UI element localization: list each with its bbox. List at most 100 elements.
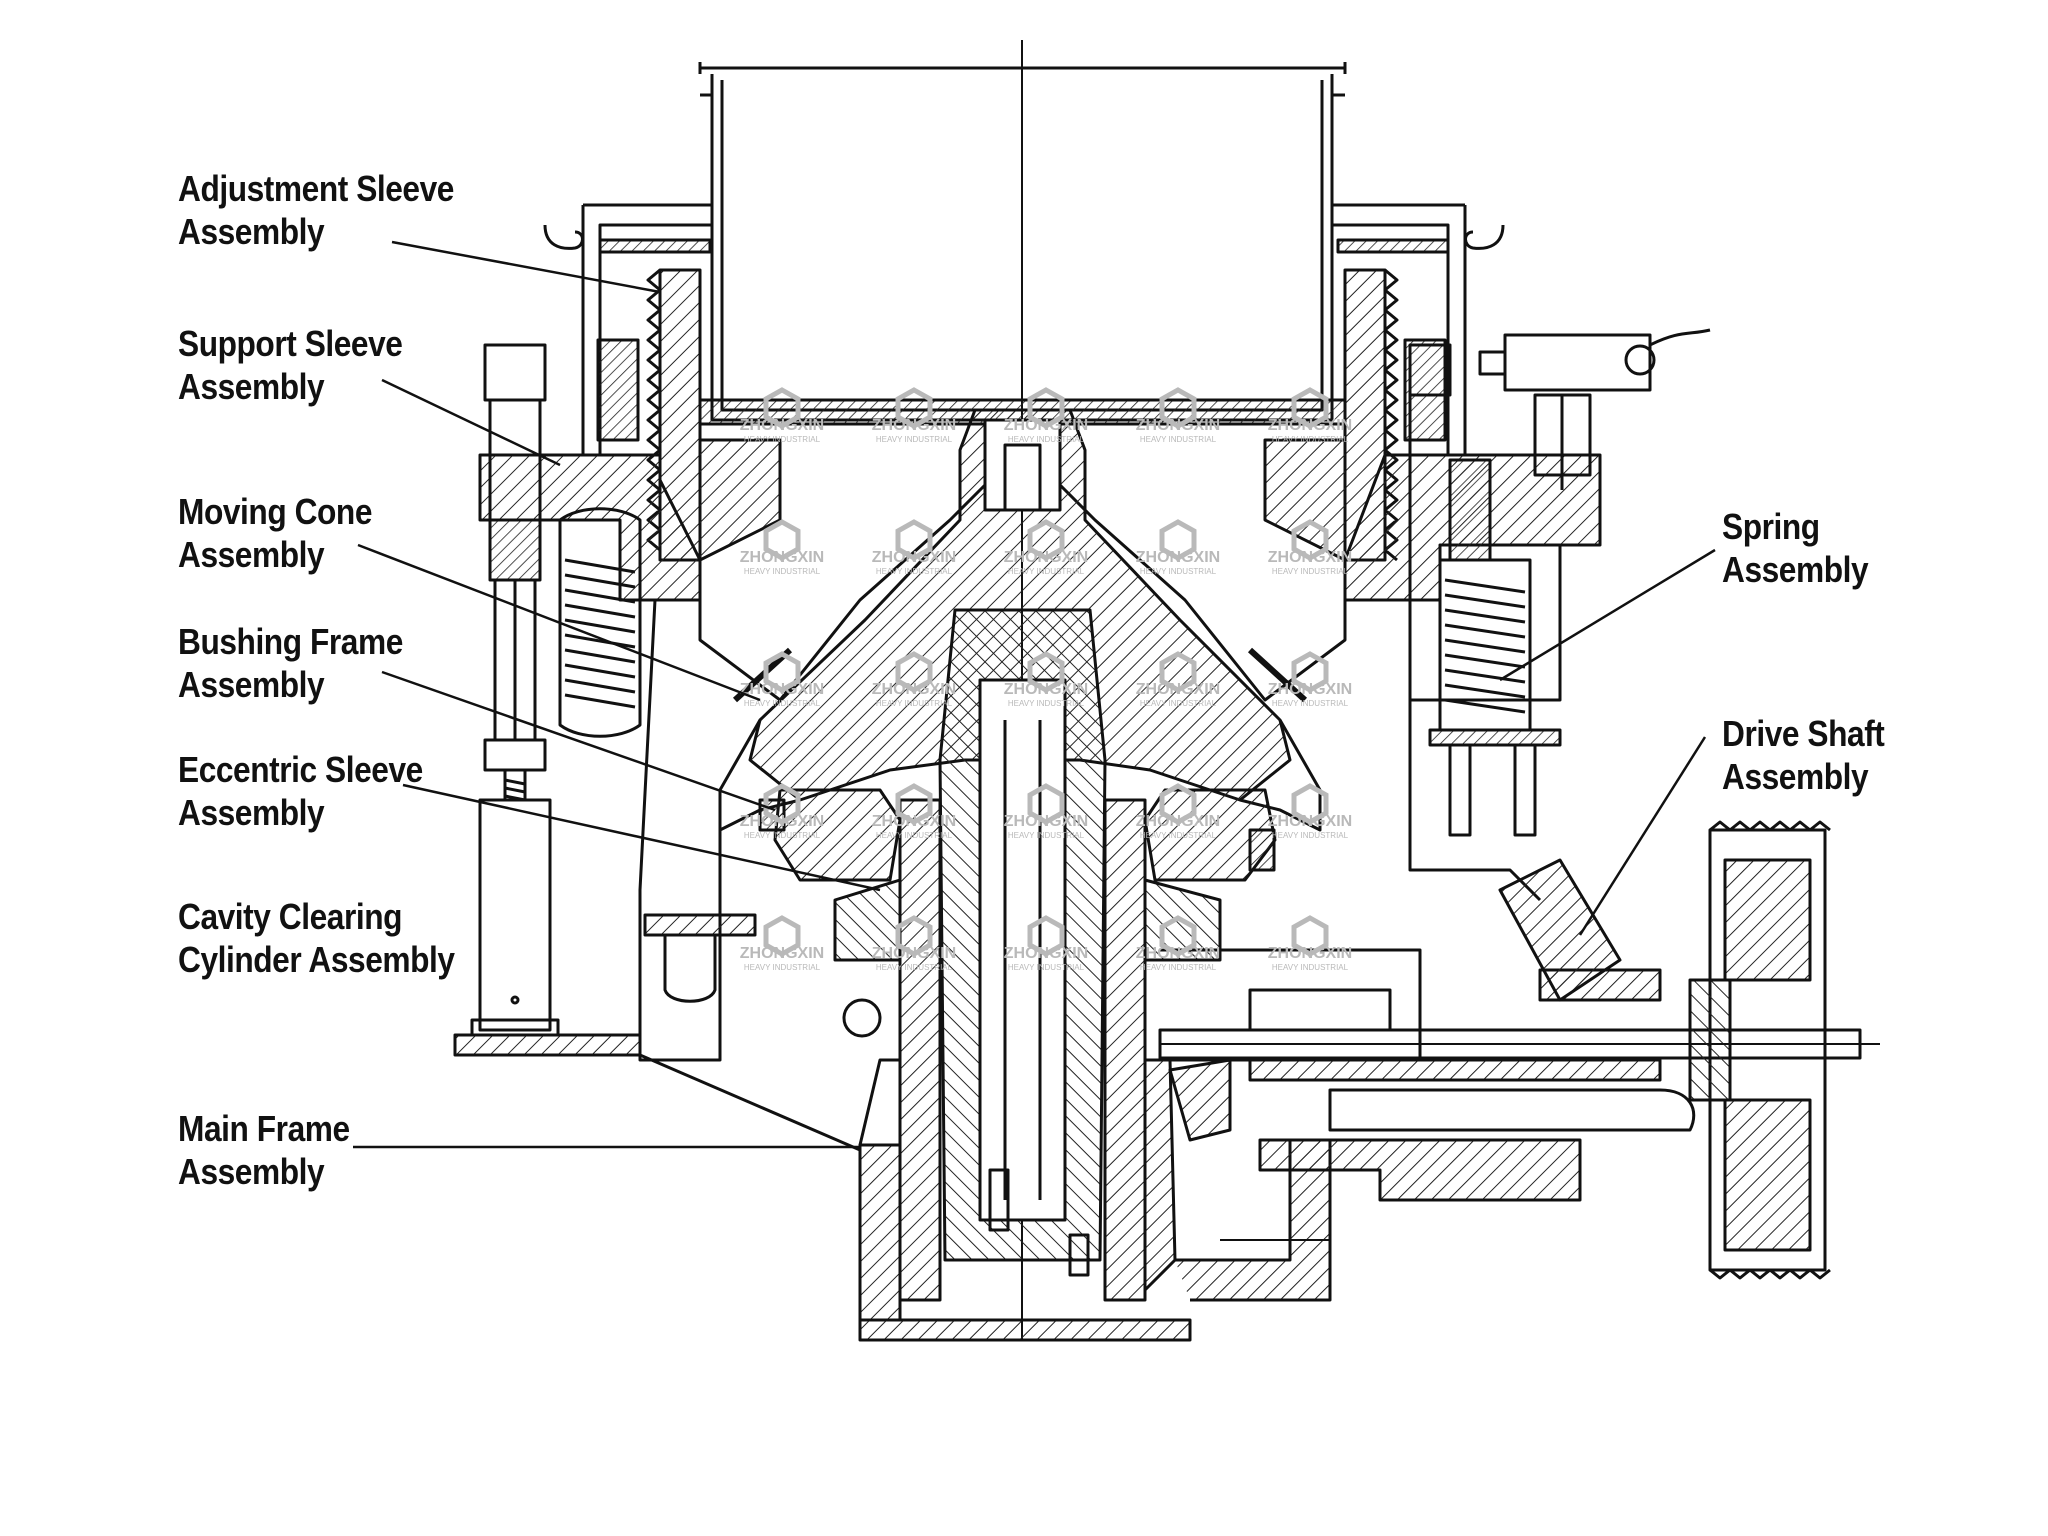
label-cavity-clearing-line2: Cylinder Assembly: [178, 939, 455, 980]
label-drive-shaft: Drive Shaft Assembly: [1722, 712, 1885, 798]
watermark-brand: ZHONGXIN: [1268, 681, 1352, 698]
watermark-sub: HEAVY INDUSTRIAL: [876, 567, 953, 576]
watermark-logo-icon: [1291, 387, 1329, 429]
watermark-logo-icon: [1159, 519, 1197, 561]
label-eccentric-sleeve-line1: Eccentric Sleeve: [178, 749, 423, 790]
watermark-brand: ZHONGXIN: [1268, 945, 1352, 962]
watermark-brand: ZHONGXIN: [1136, 549, 1220, 566]
watermark-logo-icon: [763, 519, 801, 561]
watermark-sub: HEAVY INDUSTRIAL: [1272, 831, 1349, 840]
label-spring-line1: Spring: [1722, 506, 1820, 547]
main-shaft: [938, 608, 1107, 1277]
watermark-brand: ZHONGXIN: [740, 945, 824, 962]
left-spring: [558, 507, 642, 738]
leader-support-sleeve: [381, 378, 561, 467]
cavity-clearing-cylinder: [470, 343, 560, 1037]
watermark-sub: HEAVY INDUSTRIAL: [1272, 435, 1349, 444]
watermark-brand: ZHONGXIN: [1268, 813, 1352, 830]
label-support-sleeve: Support Sleeve Assembly: [178, 322, 403, 408]
label-adjustment-sleeve: Adjustment Sleeve Assembly: [178, 167, 454, 253]
watermark-logo-icon: [763, 387, 801, 429]
watermark-brand: ZHONGXIN: [1004, 549, 1088, 566]
watermark-brand: ZHONGXIN: [1136, 813, 1220, 830]
watermark-sub: HEAVY INDUSTRIAL: [876, 963, 953, 972]
watermark-brand: ZHONGXIN: [1268, 417, 1352, 434]
label-main-frame-line2: Assembly: [178, 1151, 325, 1192]
watermark-sub: HEAVY INDUSTRIAL: [744, 435, 821, 444]
watermark-brand: ZHONGXIN: [1136, 945, 1220, 962]
label-moving-cone: Moving Cone Assembly: [178, 490, 372, 576]
label-bushing-frame: Bushing Frame Assembly: [178, 620, 403, 706]
watermark-sub: HEAVY INDUSTRIAL: [744, 963, 821, 972]
label-drive-shaft-line2: Assembly: [1722, 756, 1869, 797]
watermark-sub: HEAVY INDUSTRIAL: [1008, 831, 1085, 840]
watermark-logo-icon: [1159, 387, 1197, 429]
leader-drive-shaft: [1578, 736, 1707, 936]
watermark-logo-icon: [763, 915, 801, 957]
watermark-sub: HEAVY INDUSTRIAL: [876, 435, 953, 444]
main-frame: [453, 599, 1332, 1342]
watermark-sub: HEAVY INDUSTRIAL: [1008, 963, 1085, 972]
watermark-brand: ZHONGXIN: [1136, 681, 1220, 698]
label-moving-cone-line1: Moving Cone: [178, 491, 373, 532]
watermark-brand: ZHONGXIN: [740, 417, 824, 434]
watermark-sub: HEAVY INDUSTRIAL: [1140, 567, 1217, 576]
label-eccentric-sleeve-line2: Assembly: [178, 792, 325, 833]
label-adjustment-sleeve-line1: Adjustment Sleeve: [178, 168, 454, 209]
watermark-brand: ZHONGXIN: [872, 813, 956, 830]
label-eccentric-sleeve: Eccentric Sleeve Assembly: [178, 748, 423, 834]
watermark-brand: ZHONGXIN: [740, 813, 824, 830]
watermark-sub: HEAVY INDUSTRIAL: [1272, 699, 1349, 708]
label-spring: Spring Assembly: [1722, 505, 1869, 591]
watermark-logo-icon: [763, 783, 801, 825]
label-main-frame-line1: Main Frame: [178, 1108, 350, 1149]
watermark-logo-icon: [1159, 651, 1197, 693]
watermark-sub: HEAVY INDUSTRIAL: [1140, 963, 1217, 972]
bushing-frame: [758, 788, 1277, 882]
leader-eccentric-sleeve: [402, 783, 881, 892]
label-drive-shaft-line1: Drive Shaft: [1722, 713, 1885, 754]
watermark-sub: HEAVY INDUSTRIAL: [744, 699, 821, 708]
moving-cone: [718, 408, 1322, 832]
watermark-sub: HEAVY INDUSTRIAL: [744, 831, 821, 840]
label-spring-line2: Assembly: [1722, 549, 1869, 590]
watermark-brand: ZHONGXIN: [872, 417, 956, 434]
watermark-brand: ZHONGXIN: [740, 549, 824, 566]
label-moving-cone-line2: Assembly: [178, 534, 325, 575]
watermark-logo-icon: [1027, 783, 1065, 825]
watermark-brand: ZHONGXIN: [872, 681, 956, 698]
watermark-logo-icon: [895, 519, 933, 561]
leader-bushing-frame: [381, 670, 776, 812]
leader-spring: [1499, 548, 1716, 682]
watermark-brand: ZHONGXIN: [872, 945, 956, 962]
watermark-brand: ZHONGXIN: [1268, 549, 1352, 566]
watermark-logo-icon: [895, 387, 933, 429]
watermark-logo-icon: [1159, 915, 1197, 957]
label-support-sleeve-line1: Support Sleeve: [178, 323, 403, 364]
watermark-sub: HEAVY INDUSTRIAL: [876, 831, 953, 840]
watermark-logo-icon: [1027, 387, 1065, 429]
drive-shaft: [1158, 858, 1862, 1241]
leader-adjustment-sleeve: [391, 240, 661, 294]
watermark-logo-icon: [1291, 519, 1329, 561]
watermark-sub: HEAVY INDUSTRIAL: [1140, 831, 1217, 840]
watermark-logo-icon: [895, 651, 933, 693]
watermark-sub: HEAVY INDUSTRIAL: [876, 699, 953, 708]
label-bushing-frame-line1: Bushing Frame: [178, 621, 403, 662]
label-support-sleeve-line2: Assembly: [178, 366, 325, 407]
watermark-sub: HEAVY INDUSTRIAL: [1008, 567, 1085, 576]
watermark-brand: ZHONGXIN: [740, 681, 824, 698]
watermark-sub: HEAVY INDUSTRIAL: [1140, 435, 1217, 444]
watermark-logo-icon: [763, 651, 801, 693]
label-cavity-clearing-line1: Cavity Clearing: [178, 896, 403, 937]
watermark-brand: ZHONGXIN: [872, 549, 956, 566]
label-cavity-clearing: Cavity Clearing Cylinder Assembly: [178, 895, 455, 981]
watermark-sub: HEAVY INDUSTRIAL: [1140, 699, 1217, 708]
watermark-logo-icon: [1027, 651, 1065, 693]
watermark-logo-icon: [895, 915, 933, 957]
watermark-sub: HEAVY INDUSTRIAL: [1008, 699, 1085, 708]
watermark-logo-icon: [1027, 915, 1065, 957]
top-right-fitting: [1478, 328, 1711, 490]
watermark-logo-icon: [1027, 519, 1065, 561]
